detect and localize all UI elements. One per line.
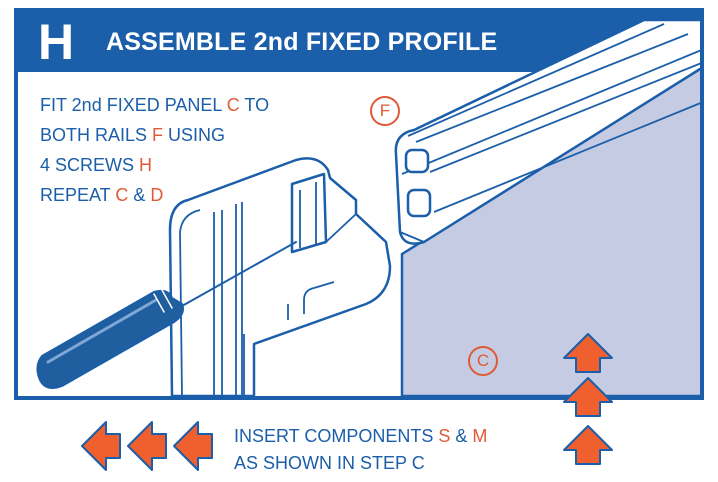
assembly-instructions: FIT 2nd FIXED PANEL C TO BOTH RAILS F US… [40, 90, 269, 210]
component-ref: C [226, 95, 240, 115]
screwdriver-icon [36, 241, 297, 389]
instruction-line-4: REPEAT C & D [40, 180, 269, 210]
arrow-up-icon [563, 425, 613, 465]
instruction-text: TO [239, 95, 270, 115]
arrow-left-icon [127, 421, 167, 471]
insert-components-note: INSERT COMPONENTS S & M AS SHOWN IN STEP… [234, 423, 487, 477]
fixed-profile [168, 157, 392, 396]
instruction-text: REPEAT [40, 185, 116, 205]
callout-rail-f: F [370, 96, 400, 126]
instruction-text: FIT 2nd FIXED PANEL [40, 95, 227, 115]
note-line-1: INSERT COMPONENTS S & M [234, 423, 487, 450]
callout-panel-c: C [468, 346, 498, 376]
component-ref: H [139, 155, 153, 175]
rail-f [394, 18, 700, 245]
arrow-left-icon [173, 421, 213, 471]
step-frame: H ASSEMBLE 2nd FIXED PROFILE [14, 8, 704, 400]
instruction-line-1: FIT 2nd FIXED PANEL C TO [40, 90, 269, 120]
component-ref: S [438, 426, 451, 446]
component-ref: M [472, 426, 488, 446]
assembly-illustration [36, 18, 700, 396]
component-ref: F [152, 125, 164, 145]
instruction-line-2: BOTH RAILS F USING [40, 120, 269, 150]
step-header: H ASSEMBLE 2nd FIXED PROFILE [18, 12, 700, 72]
component-ref: C [115, 185, 129, 205]
step-letter: H [38, 14, 75, 70]
instruction-text: & [128, 185, 151, 205]
component-ref: D [150, 185, 164, 205]
arrow-left-icon [81, 421, 121, 471]
note-text: & [450, 426, 473, 446]
instruction-text: 4 SCREWS [40, 155, 140, 175]
note-text: INSERT COMPONENTS [234, 426, 439, 446]
instruction-text: USING [163, 125, 226, 145]
step-title: ASSEMBLE 2nd FIXED PROFILE [106, 28, 498, 56]
note-line-2: AS SHOWN IN STEP C [234, 453, 425, 473]
instruction-text: BOTH RAILS [40, 125, 153, 145]
instruction-line-3: 4 SCREWS H [40, 150, 269, 180]
